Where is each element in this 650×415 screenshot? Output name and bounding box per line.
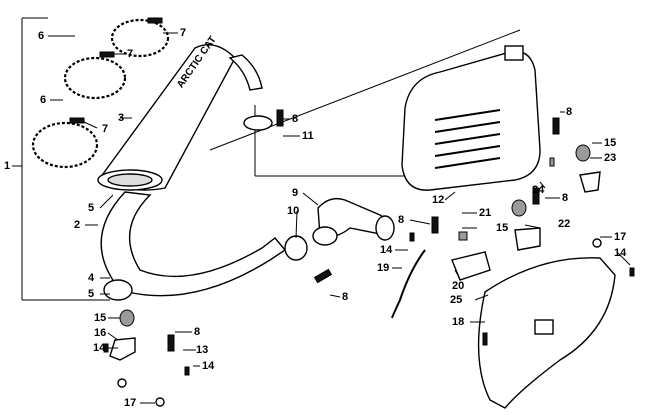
callout-6-upper: 6 xyxy=(38,30,45,42)
callout-11: 11 xyxy=(302,130,314,142)
callout-17-right: 17 xyxy=(614,231,627,243)
callout-7-upper: 7 xyxy=(180,27,187,39)
callout-8-center: 8 xyxy=(342,291,349,303)
callout-15-center: 15 xyxy=(496,222,509,234)
callout-8-right: 8 xyxy=(562,192,569,204)
bracket-left xyxy=(109,337,136,361)
callout-23: 23 xyxy=(604,152,617,164)
bracket-right xyxy=(514,227,541,251)
callout-9: 9 xyxy=(292,187,299,199)
callout-8-upper-right: 8 xyxy=(566,106,573,118)
ring-spring-icons xyxy=(69,17,163,124)
callout-22: 22 xyxy=(558,218,571,230)
callout-4: 4 xyxy=(88,272,95,284)
callout-14-left: 14 xyxy=(93,342,106,354)
callout-2: 2 xyxy=(74,219,81,231)
clamp-ring-middle xyxy=(63,56,127,100)
callout-15-left: 15 xyxy=(94,312,107,324)
group-bracket xyxy=(12,17,110,301)
hardware-icons xyxy=(103,157,635,407)
callout-14-center: 14 xyxy=(380,244,393,256)
spring-icons xyxy=(167,109,560,352)
callout-16: 16 xyxy=(94,327,107,339)
leader-lines xyxy=(48,32,631,404)
callout-13: 13 xyxy=(196,344,209,356)
callout-14-lower-left: 14 xyxy=(202,360,215,372)
callout-7-middle: 7 xyxy=(127,48,134,60)
exhaust-pipe xyxy=(100,54,287,301)
callout-3: 3 xyxy=(118,112,125,124)
callout-8-lower-left: 8 xyxy=(194,326,201,338)
callout-8-top: 8 xyxy=(292,113,299,125)
callout-25: 25 xyxy=(450,294,463,306)
callout-12: 12 xyxy=(432,194,445,206)
heat-shield xyxy=(477,257,616,409)
callout-21: 21 xyxy=(479,207,492,219)
callout-7-lower: 7 xyxy=(102,123,109,135)
callout-17-left: 17 xyxy=(124,397,137,409)
callout-1: 1 xyxy=(4,160,11,172)
gasket xyxy=(284,235,308,261)
gasket-upper xyxy=(243,115,273,131)
clamp-ring-lower xyxy=(31,121,99,169)
callout-15-right: 15 xyxy=(604,137,617,149)
callout-24: 24 xyxy=(532,184,545,196)
clamp-ring-upper xyxy=(110,18,170,58)
callout-14-right: 14 xyxy=(614,247,627,259)
callout-19: 19 xyxy=(377,262,390,274)
callout-5-upper: 5 xyxy=(88,202,95,214)
ground-wire xyxy=(391,249,426,319)
bracket-rear xyxy=(579,171,601,193)
callout-8-muffler: 8 xyxy=(398,214,405,226)
callout-10: 10 xyxy=(287,205,300,217)
callout-18: 18 xyxy=(452,316,465,328)
callout-6-lower: 6 xyxy=(40,94,47,106)
callout-20: 20 xyxy=(452,280,465,292)
rubber-mounts xyxy=(119,144,591,327)
callout-5-lower: 5 xyxy=(88,288,95,300)
exhaust-manifold xyxy=(312,197,395,246)
muffler-box xyxy=(401,45,541,191)
